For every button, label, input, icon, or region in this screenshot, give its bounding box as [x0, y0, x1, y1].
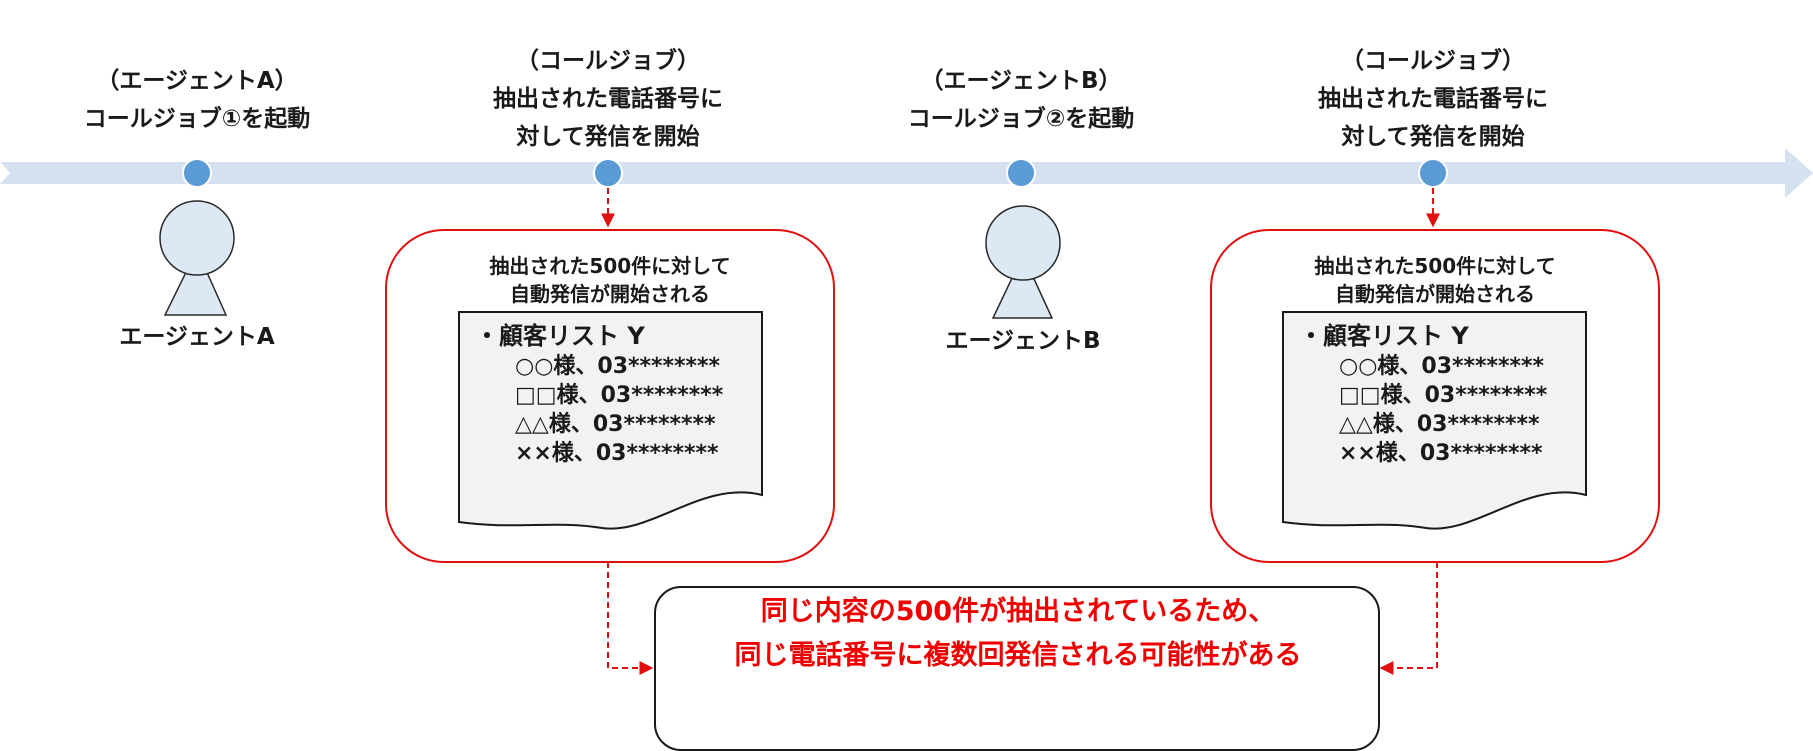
- result-message: 同じ内容の500件が抽出されているため、 同じ電話番号に複数回発信される可能性が…: [734, 596, 1302, 671]
- document-shape-1: [458, 311, 763, 530]
- timeline-dot-4: [1418, 158, 1448, 188]
- timeline-arrow: [0, 148, 1813, 198]
- result-box: [654, 586, 1380, 751]
- list-item: ××様、03********: [1339, 441, 1543, 466]
- agent-a-name: エージェントA: [119, 324, 275, 350]
- agent-b-name: エージェントB: [945, 328, 1101, 354]
- event-label-3: （エージェントB） コールジョブ②を起動: [907, 68, 1135, 132]
- timeline-dot-2: [593, 158, 623, 188]
- result-connector-left: [607, 562, 654, 675]
- list-item: △△様、03********: [1339, 412, 1540, 437]
- customer-list-2: ・顧客リスト Y ○○様、03******** □□様、03******** △…: [1299, 320, 1547, 468]
- customer-list-1-title: ・顧客リスト Y: [475, 322, 645, 350]
- list-item: ○○様、03********: [515, 354, 721, 379]
- list-item: ××様、03********: [515, 441, 719, 466]
- list-item: □□様、03********: [515, 383, 724, 408]
- customer-list-1: ・顧客リスト Y ○○様、03******** □□様、03******** △…: [475, 320, 723, 468]
- result-connector-right: [1379, 562, 1438, 675]
- event-label-1: （エージェントA） コールジョブ①を起動: [83, 68, 311, 132]
- event-label-4: （コールジョブ） 抽出された電話番号に 対して発信を開始: [1318, 48, 1548, 150]
- event-label-2: （コールジョブ） 抽出された電話番号に 対して発信を開始: [493, 48, 723, 150]
- agent-a-icon: [159, 200, 235, 316]
- list-item: □□様、03********: [1339, 383, 1548, 408]
- timeline-dot-1: [182, 158, 212, 188]
- timeline-dot-3: [1006, 158, 1036, 188]
- call-box-2-title: 抽出された500件に対して 自動発信が開始される: [1314, 254, 1556, 306]
- document-shape-2: [1282, 311, 1587, 530]
- call-box-1-title: 抽出された500件に対して 自動発信が開始される: [489, 254, 731, 306]
- agent-b-icon: [985, 205, 1061, 319]
- customer-list-2-title: ・顧客リスト Y: [1299, 322, 1469, 350]
- list-item: ○○様、03********: [1339, 354, 1545, 379]
- list-item: △△様、03********: [515, 412, 716, 437]
